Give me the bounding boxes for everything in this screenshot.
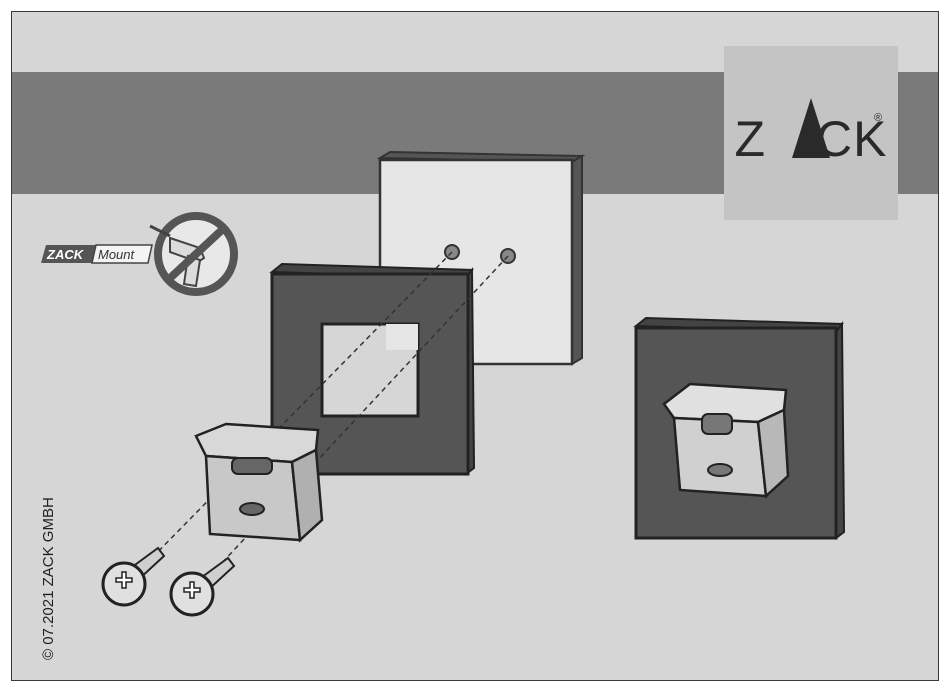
zack-mount-badge: ZACK Mount: [41, 245, 152, 263]
badge-brand-text: ZACK: [46, 247, 85, 262]
screw-icon: [103, 548, 164, 605]
copyright-notice: © 07.2021 ZACK GMBH: [40, 497, 57, 660]
screw-icon: [171, 558, 234, 615]
badge-mount-text: Mount: [98, 247, 136, 262]
no-drilling-icon: [150, 216, 234, 292]
mounting-bracket-exploded: [196, 424, 322, 540]
mounting-bracket-assembled: [664, 384, 788, 496]
